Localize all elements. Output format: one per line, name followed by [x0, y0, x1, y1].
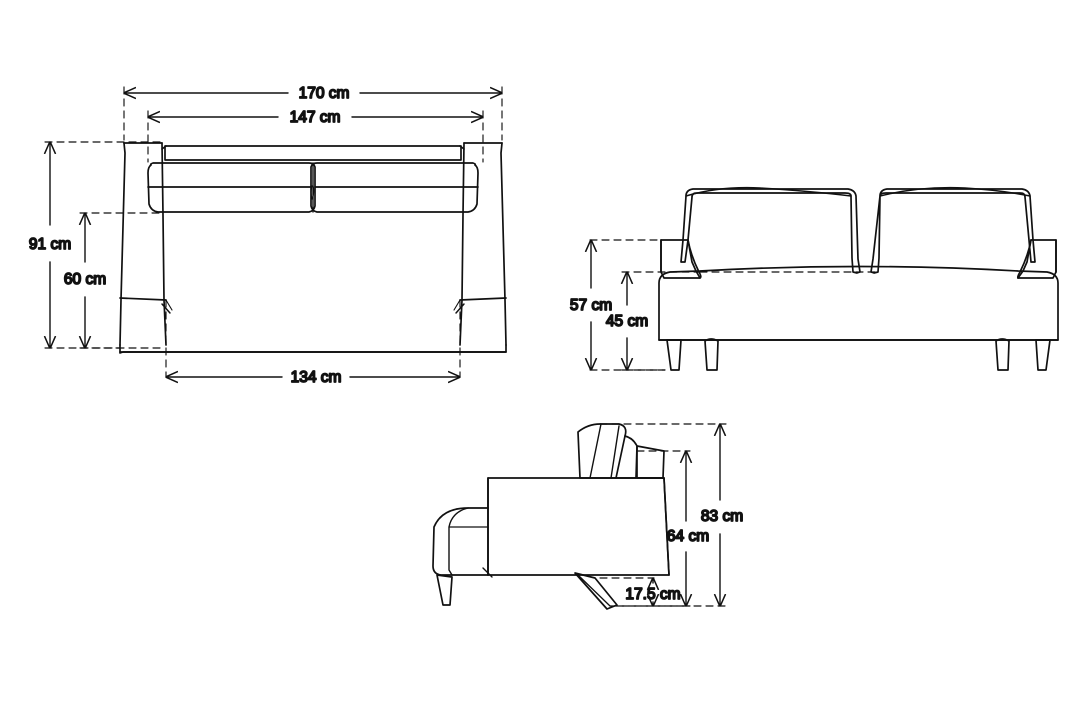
- side-view-arm-roll: [432, 507, 489, 576]
- dimension-label-83: 83 cm: [701, 508, 743, 525]
- dimension-91: 91 cm: [28, 141, 72, 349]
- front-view-back-cushions: [680, 186, 1036, 274]
- top-view-body-outline: [119, 142, 507, 354]
- dimension-label-91: 91 cm: [29, 236, 71, 253]
- top-view-arm-tapers: [119, 297, 507, 314]
- front-view-seat-block: [658, 265, 1059, 341]
- top-view-seat-cushions: [147, 162, 479, 213]
- side-view-body: [487, 477, 670, 576]
- dimension-147: 147 cm: [147, 108, 484, 127]
- front-view-leg-4: [1035, 339, 1051, 371]
- front-view-leg-2: [704, 338, 719, 371]
- dimension-label-64: 64 cm: [667, 528, 709, 545]
- dimension-57: 57 cm: [569, 239, 613, 371]
- dimension-label-45: 45 cm: [606, 313, 648, 330]
- top-view-extension-lines: [44, 86, 503, 378]
- front-view-right-armrest: [1016, 239, 1057, 279]
- dimension-label-134: 134 cm: [291, 369, 342, 386]
- side-view-group: 83 cm 64 cm 17.5 cm: [432, 423, 744, 610]
- front-view-leg-3: [995, 338, 1010, 371]
- dimension-label-147: 147 cm: [290, 109, 341, 126]
- dimension-175: 17.5 cm: [625, 577, 681, 607]
- dimension-45: 45 cm: [605, 271, 649, 371]
- front-view-group: 57 cm 45 cm: [569, 186, 1059, 371]
- side-view-legs: [436, 572, 618, 610]
- dimension-label-57: 57 cm: [570, 297, 612, 314]
- dimension-60: 60 cm: [63, 212, 107, 349]
- side-view-rear-leg: [574, 572, 618, 610]
- dimension-83: 83 cm: [700, 423, 744, 607]
- front-view-extension-lines: [589, 239, 881, 371]
- dimension-64: 64 cm: [666, 450, 710, 607]
- side-view-front-leg: [436, 574, 453, 606]
- dimension-170: 170 cm: [123, 84, 503, 103]
- side-view-back-cushion: [577, 423, 638, 479]
- top-view-back-rail: [161, 145, 465, 161]
- top-view-group: 170 cm 147 cm 134 cm 91 cm 60 cm: [28, 84, 507, 387]
- dimension-label-60: 60 cm: [64, 271, 106, 288]
- dimension-label-175: 17.5 cm: [625, 586, 680, 603]
- dimension-134: 134 cm: [165, 368, 461, 387]
- front-view-leg-1: [666, 339, 682, 371]
- front-view-legs: [666, 338, 1051, 371]
- dimension-label-170: 170 cm: [299, 85, 350, 102]
